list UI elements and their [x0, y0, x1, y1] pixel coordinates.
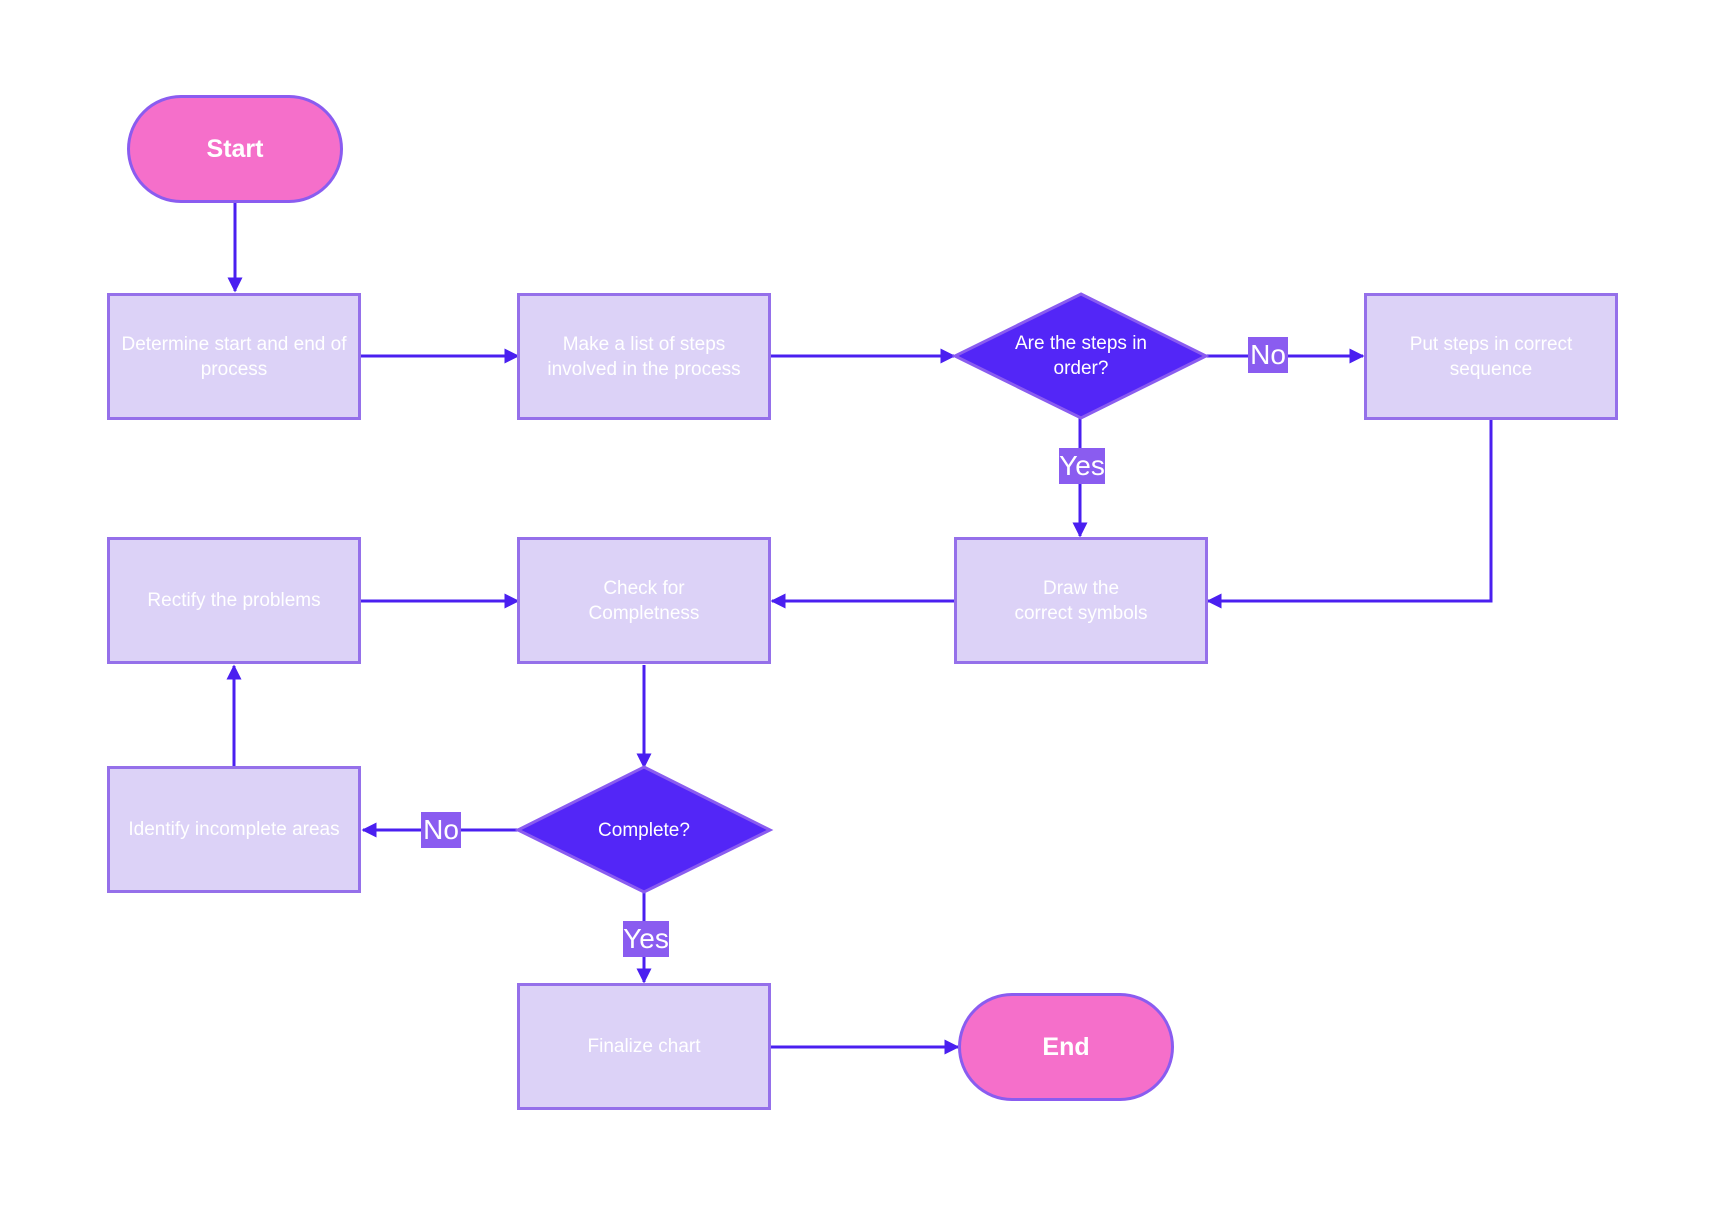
process-check-label: Check for Completness	[588, 577, 700, 624]
process-draw[interactable]: Draw the correct symbols	[954, 537, 1208, 664]
process-make-list-label: Make a list of steps involved in the pro…	[547, 333, 741, 380]
decision-diamond-order	[951, 292, 1210, 420]
process-rectify[interactable]: Rectify the problems	[107, 537, 361, 664]
process-identify-label: Identify incomplete areas	[128, 819, 340, 840]
process-check[interactable]: Check for Completness	[517, 537, 771, 664]
edge-put-steps-to-draw	[1206, 420, 1493, 609]
process-put-steps[interactable]: Put steps in correct sequence	[1364, 293, 1618, 420]
decision-diamond-complete	[514, 765, 774, 894]
edge-label-complete-yes: Yes	[623, 921, 669, 957]
process-finalize[interactable]: Finalize chart	[517, 983, 771, 1110]
process-make-list[interactable]: Make a list of steps involved in the pro…	[517, 293, 771, 420]
edge-label-order-yes: Yes	[1059, 448, 1105, 484]
process-put-steps-label: Put steps in correct sequence	[1409, 333, 1573, 380]
process-identify[interactable]: Identify incomplete areas	[107, 766, 361, 893]
start-label: Start	[206, 134, 264, 163]
decision-order-label: Are the steps in order?	[1014, 333, 1148, 379]
process-determine[interactable]: Determine start and end of process	[107, 293, 361, 420]
process-determine-label: Determine start and end of process	[121, 333, 347, 380]
start-terminal[interactable]: Start	[127, 95, 343, 203]
process-rectify-label: Rectify the problems	[147, 590, 321, 611]
end-label: End	[1042, 1032, 1090, 1061]
process-draw-label: Draw the correct symbols	[1014, 577, 1148, 624]
decision-complete-label: Complete?	[598, 819, 690, 841]
end-terminal[interactable]: End	[958, 993, 1174, 1101]
edge-label-order-no: No	[1248, 337, 1288, 373]
process-finalize-label: Finalize chart	[587, 1036, 701, 1057]
edge-label-complete-no: No	[421, 812, 461, 848]
